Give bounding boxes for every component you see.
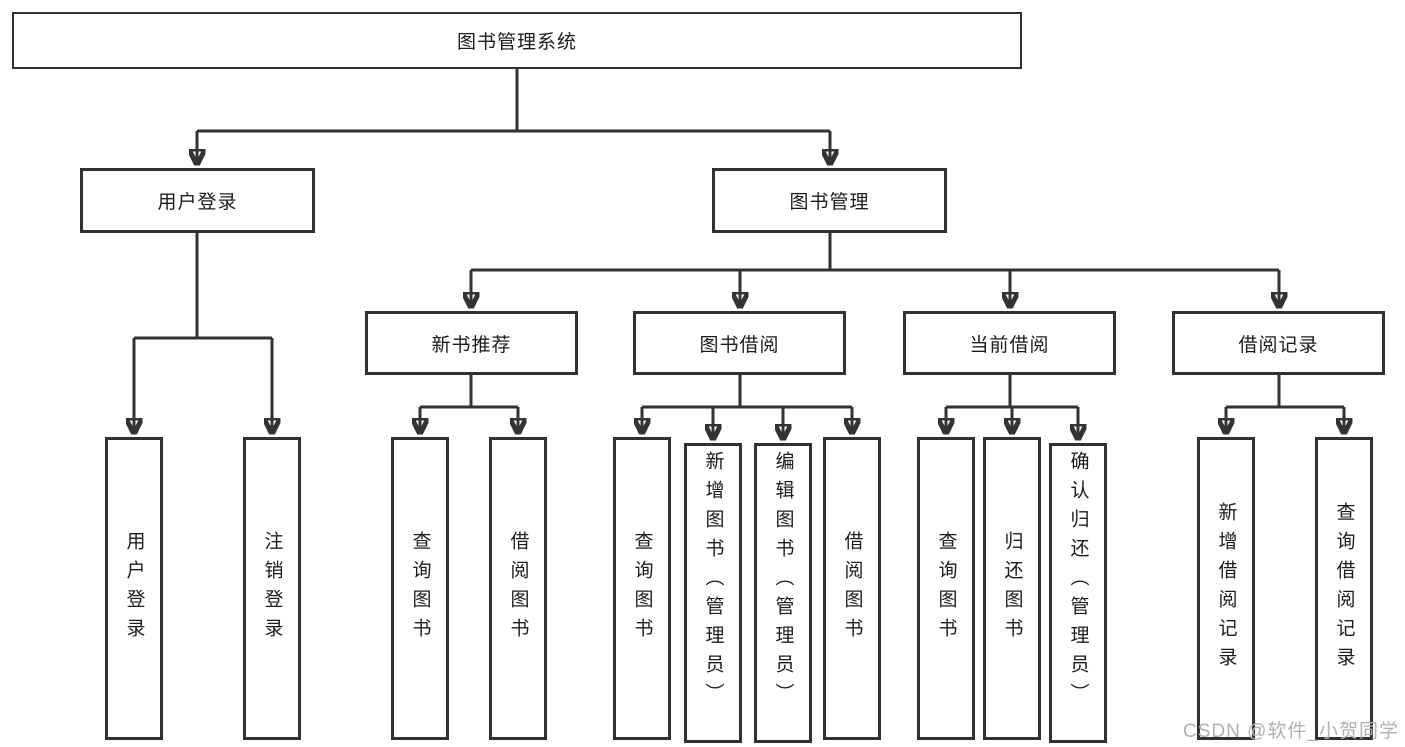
node-leaf-nb-query-books: 查询图书 — [391, 437, 449, 740]
node-leaf-bw-borrow-books-label: 借阅图书 — [841, 530, 863, 647]
node-leaf-logout-label: 注销登录 — [261, 530, 283, 647]
connector-root-bus — [197, 69, 830, 133]
connector-borrow-bus — [642, 375, 852, 409]
node-leaf-rec-query-record-label: 查询借阅记录 — [1333, 501, 1355, 676]
connector-newbook-bus — [420, 375, 518, 409]
node-user-login-group: 用户登录 — [80, 168, 315, 233]
connector-current-bus — [946, 375, 1078, 409]
connector-records-bus — [1226, 375, 1344, 409]
node-leaf-bw-query-books-label: 查询图书 — [631, 530, 653, 647]
node-leaf-bw-add-books-admin: 新增图书（管理员） — [684, 443, 742, 743]
node-leaf-rec-add-record: 新增借阅记录 — [1197, 437, 1255, 740]
node-leaf-logout: 注销登录 — [243, 437, 301, 740]
node-current-borrowing: 当前借阅 — [903, 311, 1116, 375]
node-leaf-cur-return-books-label: 归还图书 — [1001, 530, 1023, 647]
node-leaf-cur-confirm-return-admin: 确认归还（管理员） — [1049, 443, 1107, 743]
connector-mgmt-bus — [471, 233, 1279, 272]
node-leaf-nb-query-books-label: 查询图书 — [409, 530, 431, 647]
node-book-borrowing: 图书借阅 — [633, 311, 846, 375]
csdn-watermark: CSDN @软件_小贺同学 — [1183, 721, 1399, 742]
node-new-book-recommend: 新书推荐 — [365, 311, 578, 375]
node-leaf-nb-borrow-books-label: 借阅图书 — [507, 530, 529, 647]
node-leaf-bw-edit-books-admin: 编辑图书（管理员） — [754, 443, 812, 743]
node-leaf-rec-add-record-label: 新增借阅记录 — [1215, 501, 1237, 676]
node-library-system: 图书管理系统 — [12, 12, 1022, 69]
node-leaf-bw-add-books-admin-label: 新增图书（管理员） — [702, 451, 724, 712]
node-leaf-cur-return-books: 归还图书 — [983, 437, 1041, 740]
node-leaf-bw-edit-books-admin-label: 编辑图书（管理员） — [772, 451, 794, 712]
node-book-mgmt-group: 图书管理 — [712, 168, 947, 233]
node-leaf-bw-query-books: 查询图书 — [613, 437, 671, 740]
node-leaf-cur-query-books: 查询图书 — [917, 437, 975, 740]
node-leaf-rec-query-record: 查询借阅记录 — [1315, 437, 1373, 740]
node-leaf-user-login: 用户登录 — [105, 437, 163, 740]
node-borrowing-records: 借阅记录 — [1172, 311, 1385, 375]
node-leaf-cur-confirm-return-admin-label: 确认归还（管理员） — [1067, 451, 1089, 712]
node-leaf-user-login-label: 用户登录 — [123, 530, 145, 647]
node-leaf-cur-query-books-label: 查询图书 — [935, 530, 957, 647]
node-leaf-nb-borrow-books: 借阅图书 — [489, 437, 547, 740]
node-leaf-bw-borrow-books: 借阅图书 — [823, 437, 881, 740]
connector-login-bus — [134, 233, 272, 340]
